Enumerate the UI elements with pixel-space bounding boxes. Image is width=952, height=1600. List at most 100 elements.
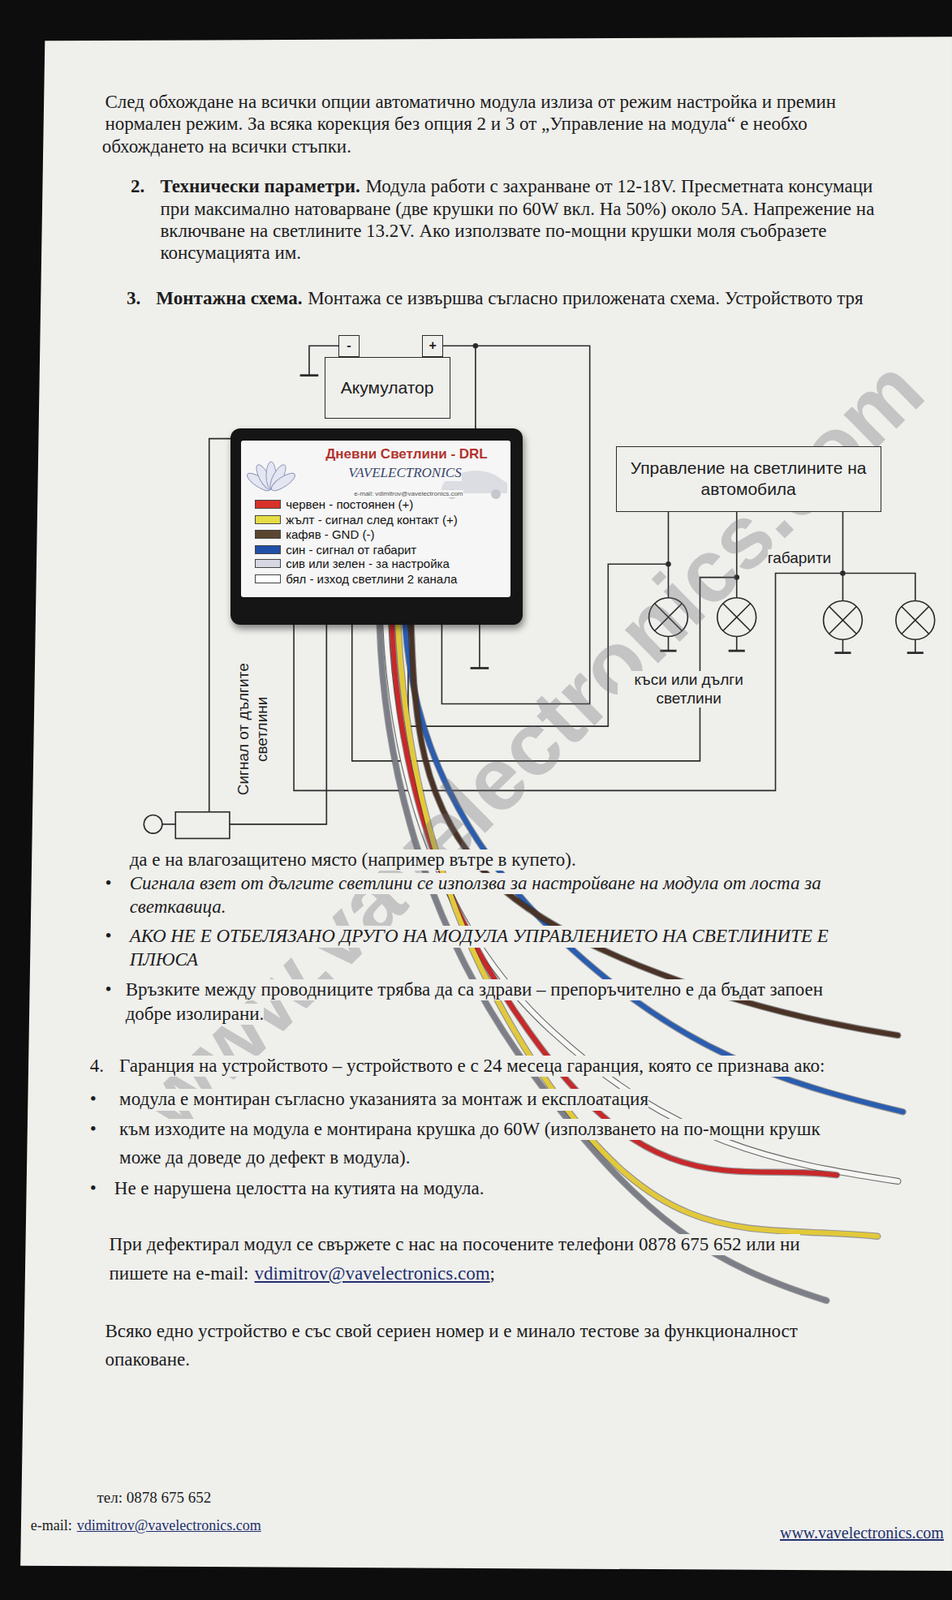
car-wheel xyxy=(491,489,501,500)
legend-text: червен - постоянен (+) xyxy=(285,497,414,513)
label-anchor: тел: 0878 675 652 xyxy=(96,1489,212,1508)
label-anchor: • xyxy=(104,873,112,895)
body-text: добре изолирани. xyxy=(125,1003,265,1026)
process-box: Акумулатор xyxy=(324,357,451,419)
wire xyxy=(229,624,327,824)
body-text: 2. xyxy=(130,176,145,198)
text-anchor-box: Дневни Светлини - DRL xyxy=(325,446,488,463)
body-text: 4. xyxy=(90,1055,104,1077)
body-text: • xyxy=(104,926,112,948)
body-text: модула е монтиран съгласно указанията за… xyxy=(119,1089,649,1111)
battery-terminal: + xyxy=(422,335,444,358)
label-anchor: Модула работи с захранване от 12-18V. Пр… xyxy=(365,176,873,198)
label-anchor: ; xyxy=(490,1263,496,1285)
legend-text: син - сигнал от габарит xyxy=(285,542,417,558)
label-anchor: може да доведе до дефект в модула). xyxy=(119,1147,410,1169)
legend-row: кафяв - GND (-) xyxy=(254,527,375,543)
label-anchor: • xyxy=(90,1178,97,1200)
paper-sheet xyxy=(20,36,952,1572)
legend-row: син - сигнал от габарит xyxy=(254,542,417,558)
diagram-label: габарити xyxy=(767,549,832,568)
body-text: e-mail: xyxy=(30,1517,73,1535)
body-text: • xyxy=(90,1089,97,1111)
body-text: При дефектирал модул се свържете с нас н… xyxy=(109,1234,801,1256)
label-anchor: обхождането на всички стъпки. xyxy=(102,136,352,158)
label-anchor: Монтажна схема. xyxy=(155,288,302,310)
label-anchor: 4. xyxy=(90,1055,104,1077)
body-text: • xyxy=(90,1119,97,1141)
body-text: Не е нарушена целостта на кутията на мод… xyxy=(114,1178,485,1200)
module-email: e-mail: vdimitrov@vavelectronics.com xyxy=(353,490,463,498)
body-text: Монтажна схема. xyxy=(155,288,302,310)
legend-swatch xyxy=(254,499,281,509)
label-anchor: АКО НЕ Е ОТБЕЛЯЗАНО ДРУГО НА МОДУЛА УПРА… xyxy=(129,926,829,948)
body-text: може да доведе до дефект в модула). xyxy=(119,1147,410,1169)
body-text: 3. xyxy=(126,288,141,310)
label-anchor: www.vavelectronics.com xyxy=(3,693,952,797)
label-anchor: Сигнала взет от дългите светлини се изпо… xyxy=(129,873,822,895)
ground-wire xyxy=(478,624,481,668)
ground-symbol xyxy=(470,667,490,670)
legend-swatch xyxy=(254,574,281,584)
body-text: АКО НЕ Е ОТБЕЛЯЗАНО ДРУГО НА МОДУЛА УПРА… xyxy=(129,926,829,948)
body-text: към изходите на модула е монтирана крушк… xyxy=(119,1119,821,1141)
diagram-label: къси или дълги светлини xyxy=(617,671,760,709)
wire xyxy=(842,573,915,602)
battery-terminal: - xyxy=(338,335,360,358)
label-anchor: светкавица. xyxy=(129,896,227,918)
node-label: - xyxy=(346,337,351,354)
legend-text: бял - изход светлини 2 канала xyxy=(285,572,457,587)
body-text: нормален режим. За всяка корекция без оп… xyxy=(104,113,807,135)
legend-swatch xyxy=(254,545,281,555)
label-anchor: • xyxy=(90,1089,97,1111)
link-text: vdimitrov@vavelectronics.com xyxy=(77,1517,262,1535)
drl-module: Дневни Светлини - DRL VAVELECTRONICS e-mai… xyxy=(230,428,523,625)
label-anchor: къси или дълги светлини xyxy=(617,671,760,709)
link-text: www.vavelectronics.com xyxy=(779,1524,944,1543)
legend-row: сив или зелен - за настройка xyxy=(254,556,450,572)
label-anchor: e-mail: xyxy=(30,1517,73,1535)
body-text: при максимално натоварване (две крушки п… xyxy=(159,198,875,220)
switch-symbol xyxy=(143,815,163,835)
body-text: консумацията им. xyxy=(159,242,302,264)
label-anchor: www.vavelectronics.com xyxy=(779,1524,944,1543)
ground-symbol xyxy=(300,374,319,377)
text-anchor-box: VAVELECTRONICS xyxy=(348,465,462,482)
label-anchor: габарити xyxy=(767,549,832,568)
body-text: ; xyxy=(490,1263,496,1285)
lamp-symbol xyxy=(823,601,863,641)
text-anchor-box: e-mail: vdimitrov@vavelectronics.com xyxy=(353,484,463,500)
legend-row: бял - изход светлини 2 канала xyxy=(254,572,457,587)
body-text: тел: 0878 675 652 xyxy=(96,1489,212,1508)
label-anchor: При дефектирал модул се свържете с нас н… xyxy=(109,1234,801,1256)
body-text: След обхождане на всички опции автоматич… xyxy=(104,91,836,113)
legend-text: сив или зелен - за настройка xyxy=(285,556,450,572)
body-text: Сигнала взет от дългите светлини се изпо… xyxy=(129,873,822,895)
wire xyxy=(162,823,176,826)
label-anchor: • xyxy=(104,926,112,948)
label-anchor: Не е нарушена целостта на кутията на мод… xyxy=(114,1178,485,1200)
legend-swatch xyxy=(254,529,281,539)
body-text: да е на влагозащитено място (например въ… xyxy=(129,849,577,871)
node-label: + xyxy=(428,337,436,354)
process-box: Управление на светлините на автомобила xyxy=(616,446,882,513)
label-anchor: Връзките между проводниците трябва да са… xyxy=(125,979,823,1001)
body-text: Технически параметри. xyxy=(159,176,360,198)
body-text: Монтажа се извършва съгласно приложената… xyxy=(307,288,863,310)
legend-swatch xyxy=(254,559,281,569)
body-text: светкавица. xyxy=(129,896,227,918)
wire xyxy=(842,573,845,602)
label-anchor: опаковане. xyxy=(104,1349,190,1371)
label-anchor: добре изолирани. xyxy=(125,1003,265,1026)
legend-swatch xyxy=(254,515,281,525)
body-text: • xyxy=(104,873,112,895)
body-text: Връзките между проводниците трябва да са… xyxy=(125,979,823,1001)
lamp-symbol xyxy=(896,601,935,641)
body-text: • xyxy=(90,1178,97,1200)
lamp-symbol xyxy=(901,607,930,635)
label-anchor: 2. xyxy=(130,176,145,198)
switch-symbol xyxy=(175,812,230,840)
legend-text: жълт - сигнал след контакт (+) xyxy=(285,512,458,528)
lamp-symbol xyxy=(829,607,858,635)
brand-name: VAVELECTRONICS xyxy=(348,465,462,482)
